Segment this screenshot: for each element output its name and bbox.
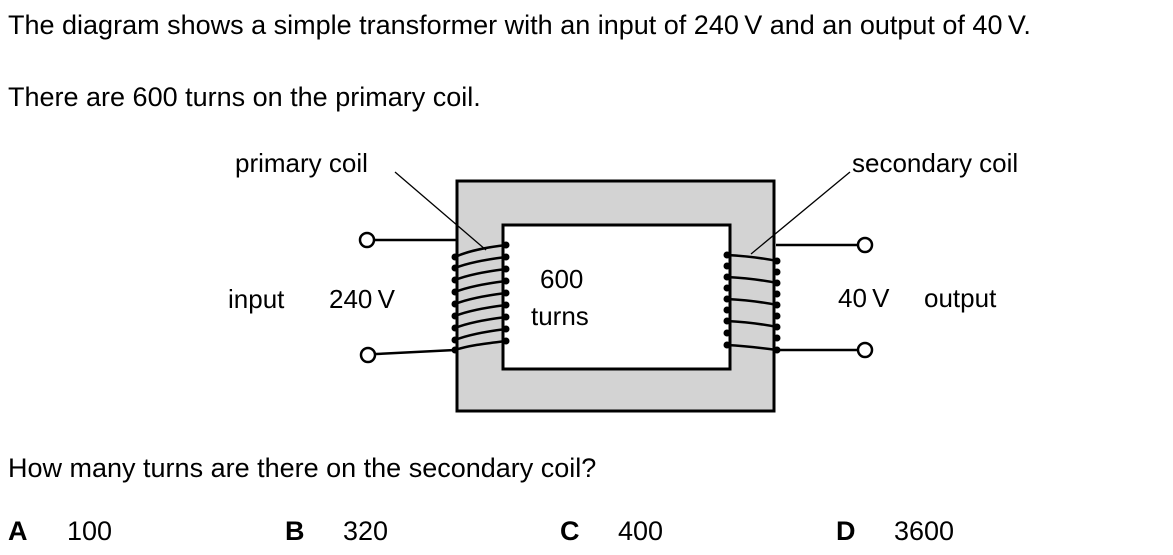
secondary-coil-ends [723, 251, 781, 354]
question-intro: The diagram shows a simple transformer w… [8, 10, 1031, 40]
core-window [501, 223, 732, 371]
option-a-letter[interactable]: A [8, 516, 28, 546]
option-b-value[interactable]: 320 [343, 516, 389, 546]
primary-coil-ends [451, 241, 510, 354]
output-label: output [924, 283, 997, 313]
primary-coil-leader [394, 171, 487, 251]
input-terminal-bottom [359, 346, 377, 364]
primary-coil [453, 243, 508, 352]
question-prompt: How many turns are there on the secondar… [8, 453, 597, 483]
input-lead-bottom [375, 348, 456, 356]
option-b-letter[interactable]: B [285, 516, 305, 546]
output-voltage-label: 40 V [838, 283, 890, 313]
secondary-coil [725, 253, 779, 352]
primary-coil-label: primary coil [235, 148, 368, 178]
input-label: input [228, 284, 285, 314]
input-voltage-label: 240 V [329, 284, 396, 314]
option-d-value[interactable]: 3600 [894, 516, 955, 546]
input-terminal-top [358, 231, 376, 249]
secondary-coil-leader [750, 171, 851, 255]
turns-word-label: turns [531, 301, 589, 331]
option-a-value[interactable]: 100 [67, 516, 113, 546]
option-c-value[interactable]: 400 [618, 516, 664, 546]
option-d-letter[interactable]: D [836, 516, 856, 546]
option-c-letter[interactable]: C [560, 516, 580, 546]
secondary-coil-label: secondary coil [852, 148, 1018, 178]
primary-info: There are 600 turns on the primary coil. [8, 82, 481, 112]
turns-number-label: 600 [540, 264, 583, 294]
output-terminal-bottom [856, 341, 874, 359]
output-terminal-top [856, 236, 874, 254]
